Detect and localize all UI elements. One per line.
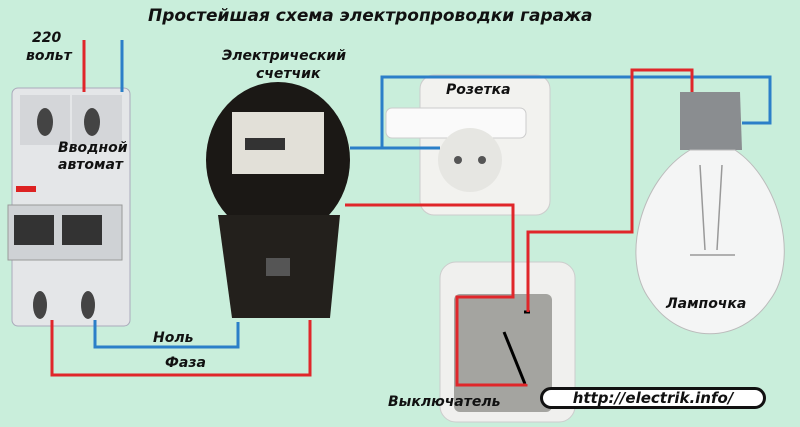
phase-wire	[50, 320, 312, 377]
light-switch	[439, 261, 576, 423]
light-bulb	[635, 92, 785, 335]
meter-label-1: Электрический	[222, 48, 346, 64]
voltage-number: 220	[32, 30, 62, 46]
neutral-label: Ноль	[153, 330, 194, 346]
bulb-label: Лампочка	[666, 296, 747, 312]
meter-label-2: счетчик	[256, 66, 321, 82]
socket-label: Розетка	[446, 82, 511, 98]
breaker-label-1: Вводной	[58, 140, 128, 156]
switch-label: Выключатель	[388, 394, 501, 410]
neutral-to-bulb-wire	[350, 75, 772, 150]
power-socket	[385, 74, 551, 216]
website-url[interactable]: http://electrik.info/	[540, 387, 766, 409]
phase-to-socket-wire	[345, 203, 528, 387]
voltage-unit: вольт	[26, 48, 72, 64]
switch-to-bulb-wire	[526, 68, 694, 312]
circuit-breaker	[7, 87, 131, 327]
breaker-label-2: автомат	[58, 157, 124, 173]
phase-label: Фаза	[165, 355, 206, 371]
diagram-title: Простейшая схема электропроводки гаража	[148, 6, 593, 26]
electric-meter	[206, 82, 350, 318]
neutral-wire	[93, 320, 240, 349]
